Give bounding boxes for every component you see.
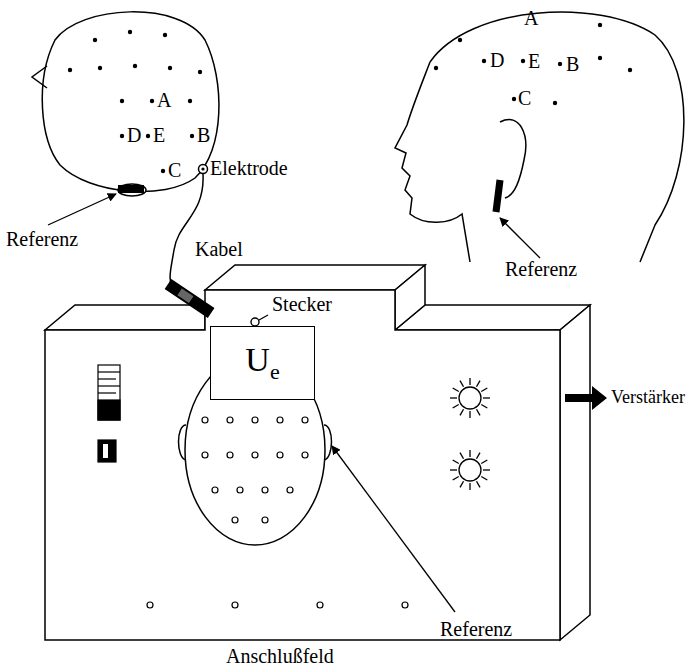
- leader-line: [259, 315, 268, 320]
- head-profile: [395, 12, 684, 262]
- electrode-letter: B: [566, 53, 579, 75]
- knob-tick: [477, 381, 481, 387]
- electrode-label: Elektrode: [210, 157, 288, 179]
- knob-tick: [469, 378, 470, 385]
- knob-tick: [477, 409, 481, 415]
- knob-tick: [481, 477, 487, 481]
- knob-tick: [477, 453, 481, 459]
- electrode-letter: E: [153, 124, 165, 146]
- knob: [459, 459, 481, 481]
- electrode-letter: D: [490, 49, 504, 71]
- knob-tick: [453, 460, 459, 464]
- reference-label: Referenz: [6, 228, 78, 250]
- symbol: U: [245, 341, 270, 378]
- knob-tick: [469, 483, 470, 490]
- leader-line: [48, 194, 116, 225]
- electrode-letter: A: [524, 7, 538, 29]
- cable-label: Kabel: [195, 238, 243, 260]
- electrode-letter: D: [127, 124, 141, 146]
- knob-tick: [453, 405, 459, 409]
- knob-tick: [483, 397, 490, 398]
- electrode: [199, 165, 208, 174]
- knob-tick: [469, 450, 470, 457]
- knob-tick: [477, 481, 481, 487]
- knob-tick: [469, 411, 470, 418]
- plug-label: Stecker: [272, 293, 332, 315]
- reference-electrode: [496, 180, 500, 212]
- voltage-box: Ue: [210, 326, 315, 400]
- electrode-dots: [68, 30, 202, 173]
- leader-line: [332, 446, 455, 612]
- knob-tick: [460, 409, 464, 415]
- knobs: [450, 378, 490, 490]
- knob-tick: [450, 469, 457, 470]
- electrode-letter: A: [157, 89, 171, 111]
- reference-electrode: [118, 185, 144, 193]
- knob-tick: [481, 460, 487, 464]
- knob: [459, 387, 481, 409]
- electrode-letter: E: [528, 50, 540, 72]
- subscript: e: [270, 359, 280, 384]
- knob-tick: [481, 405, 487, 409]
- plug: [165, 279, 215, 318]
- knob-tick: [460, 481, 464, 487]
- reference-label: Referenz: [505, 258, 577, 280]
- knob-tick: [450, 397, 457, 398]
- socket: [251, 318, 259, 326]
- head-top-view: [32, 12, 219, 196]
- knob-tick: [460, 453, 464, 459]
- panel-label: Anschlußfeld: [226, 645, 334, 667]
- reference-label: Referenz: [440, 618, 512, 640]
- cable: [170, 174, 203, 288]
- knob-tick: [481, 388, 487, 392]
- leader-line: [500, 218, 540, 258]
- amplifier-label: Verstärker: [611, 388, 685, 408]
- electrode-letter: C: [518, 87, 531, 109]
- knob-tick: [483, 469, 490, 470]
- knob-tick: [460, 381, 464, 387]
- knob-tick: [453, 388, 459, 392]
- connection-panel: [45, 265, 590, 640]
- socket-holes: [147, 417, 408, 608]
- knob-tick: [453, 477, 459, 481]
- electrode-letter: C: [168, 159, 181, 181]
- electrode-letter: B: [197, 124, 210, 146]
- amplifier-arrow: [565, 386, 607, 410]
- electrode-dots: [434, 23, 632, 105]
- switches: [98, 365, 120, 462]
- voltage-label: Ue: [245, 341, 279, 385]
